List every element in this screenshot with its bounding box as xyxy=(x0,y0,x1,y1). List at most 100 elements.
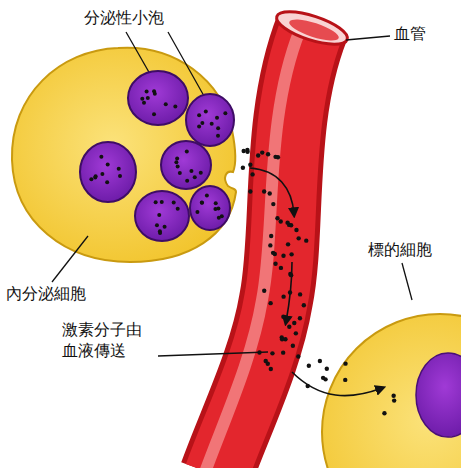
hormone-molecule xyxy=(306,384,310,388)
hormone-granule xyxy=(195,210,199,214)
endocrine-cell xyxy=(12,48,236,262)
hormone-molecule xyxy=(392,398,396,402)
hormone-granule xyxy=(145,90,149,94)
target-label: 標的細胞 xyxy=(368,240,432,261)
hormone-granule xyxy=(155,223,159,227)
hormone-granule xyxy=(223,111,227,115)
hormone-molecule xyxy=(281,350,285,354)
hormone-granule xyxy=(197,113,201,117)
secretory-vesicle xyxy=(186,94,234,146)
hormone-molecule xyxy=(343,361,347,365)
target-cell xyxy=(322,314,461,468)
hormone-granule xyxy=(152,89,156,93)
hormone-molecule xyxy=(296,236,300,240)
hormone-granule xyxy=(154,200,158,204)
hormone-molecule xyxy=(268,301,272,305)
secretory-vesicle xyxy=(190,186,230,230)
hormone-molecule xyxy=(275,216,279,220)
hormone-granule xyxy=(106,162,110,166)
hormone-molecule xyxy=(281,294,285,298)
hormone-molecule xyxy=(285,220,289,224)
hormone-molecule xyxy=(266,152,270,156)
secretory-vesicle xyxy=(135,191,189,241)
target-nucleus xyxy=(416,353,461,437)
hormone-granule xyxy=(214,201,218,205)
hormone-molecule xyxy=(279,219,283,223)
hormone-molecule xyxy=(262,189,266,193)
hormone-granule xyxy=(216,134,220,138)
hormone-granule xyxy=(176,164,180,168)
hormone-molecule xyxy=(294,228,298,232)
hormone-molecule xyxy=(302,303,306,307)
hormone-molecule xyxy=(269,367,273,371)
hormone-molecule xyxy=(391,394,395,398)
hormone-granule xyxy=(174,160,178,164)
hormone-granule xyxy=(146,96,150,100)
hormone-molecule xyxy=(268,243,272,247)
hormone-molecule xyxy=(289,252,293,256)
hormone-granule xyxy=(117,167,121,171)
hormone-granule xyxy=(185,179,189,183)
hormone-granule xyxy=(215,116,219,120)
hormone-granule xyxy=(94,174,98,178)
hormone-molecule xyxy=(268,191,272,195)
hormone-molecule xyxy=(287,325,291,329)
vesicle-label: 分泌性小泡 xyxy=(84,8,164,29)
hormone-molecule xyxy=(281,254,285,258)
hormone-granule xyxy=(204,109,208,113)
transport-note: 激素分子由 血液傳送 xyxy=(62,320,154,362)
hormone-granule xyxy=(197,125,201,129)
hormone-molecule xyxy=(296,354,300,358)
hormone-molecule xyxy=(271,202,275,206)
hormone-granule xyxy=(176,207,180,211)
hormone-molecule xyxy=(256,153,260,157)
hormone-granule xyxy=(175,157,179,161)
hormone-molecule xyxy=(292,321,296,325)
hormone-granule xyxy=(160,200,164,204)
hormone-granule xyxy=(216,126,220,130)
hormone-granule xyxy=(200,201,204,205)
hormone-granule xyxy=(100,172,104,176)
hormone-molecule xyxy=(323,377,327,381)
cell-label: 內分泌細胞 xyxy=(6,284,86,305)
hormone-granule xyxy=(164,102,168,106)
hormone-granule xyxy=(210,122,214,126)
hormone-granule xyxy=(199,171,203,175)
hormone-granule xyxy=(105,180,109,184)
hormone-molecule xyxy=(248,189,252,193)
hormone-granule xyxy=(163,225,167,229)
hormone-molecule xyxy=(250,172,254,176)
hormone-molecule xyxy=(298,292,302,296)
hormone-granule xyxy=(200,121,204,125)
hormone-granule xyxy=(140,97,144,101)
hormone-molecule xyxy=(318,359,322,363)
blood-vessel xyxy=(204,5,351,468)
hormone-molecule xyxy=(279,266,283,270)
leader-lines xyxy=(52,32,412,356)
hormone-molecule xyxy=(289,223,293,227)
hormone-granule xyxy=(217,216,221,220)
hormone-molecule xyxy=(266,361,270,365)
hormone-granule xyxy=(118,174,122,178)
hormone-molecule xyxy=(257,350,261,354)
hormone-granule xyxy=(173,104,177,108)
hormone-molecule xyxy=(260,150,264,154)
hormone-molecule xyxy=(294,331,298,335)
hormone-molecule xyxy=(343,378,347,382)
hormone-molecule xyxy=(241,166,245,170)
hormone-granule xyxy=(142,101,146,105)
hormone-granule xyxy=(193,175,197,179)
hormone-molecule xyxy=(325,367,329,371)
hormone-granule xyxy=(99,155,103,159)
hormone-granule xyxy=(205,194,209,198)
secretory-vesicle xyxy=(161,141,211,189)
hormone-granule xyxy=(189,169,193,173)
vessel-label: 血管 xyxy=(394,24,426,45)
hormone-granule xyxy=(185,149,189,153)
secretory-vesicle xyxy=(128,71,188,125)
hormone-molecule xyxy=(298,316,302,320)
hormone-molecule xyxy=(270,351,274,355)
hormone-granule xyxy=(158,231,162,235)
hormone-molecule xyxy=(241,149,245,153)
